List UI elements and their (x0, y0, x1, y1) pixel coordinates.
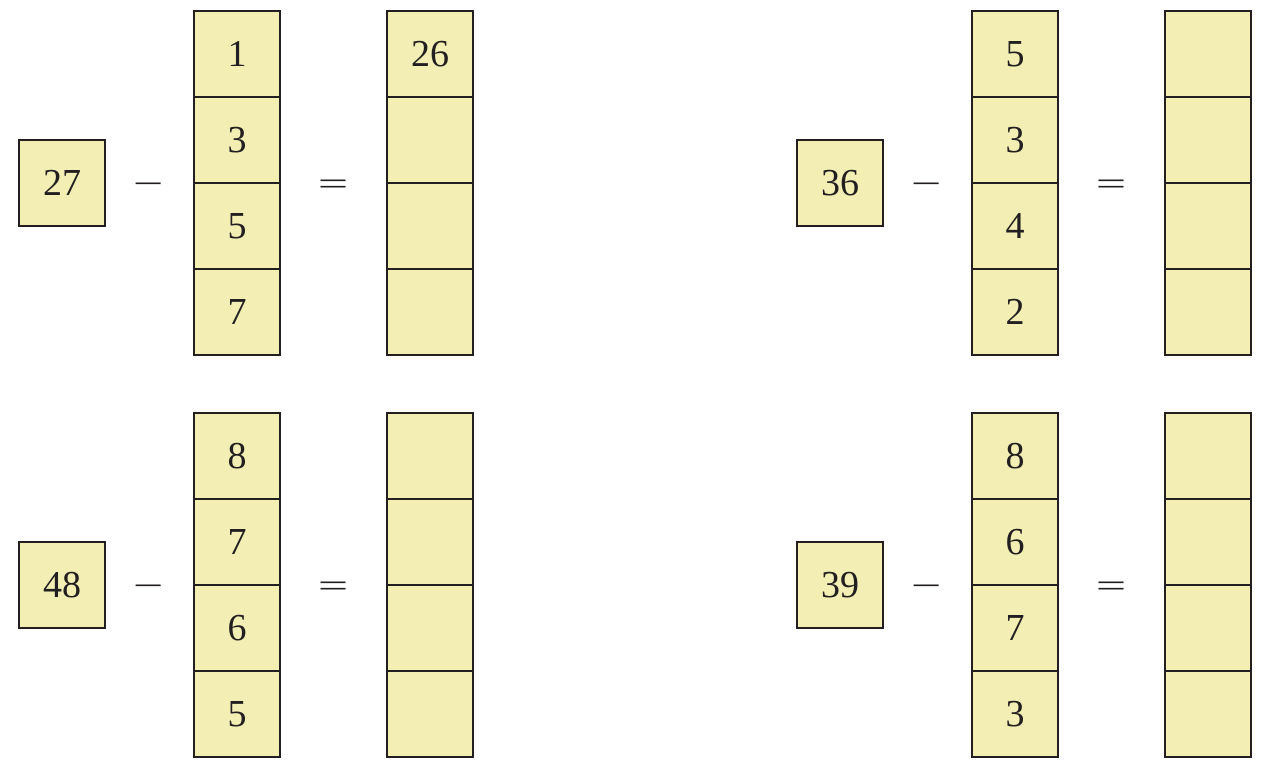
subtrahend-box: 8 (193, 412, 281, 500)
subtrahend-box: 2 (971, 268, 1059, 356)
subtrahend-box: 3 (971, 670, 1059, 758)
answer-column (1164, 10, 1252, 356)
answer-box[interactable] (386, 412, 474, 500)
answer-column: 26 (386, 10, 474, 356)
answer-box[interactable] (1164, 96, 1252, 184)
minuend-box: 39 (796, 541, 884, 629)
subtrahend-box: 6 (971, 498, 1059, 586)
answer-box[interactable] (386, 182, 474, 270)
minus-sign: − (909, 562, 943, 608)
answer-box[interactable]: 26 (386, 10, 474, 98)
minus-sign: − (131, 562, 165, 608)
minus-sign: − (909, 160, 943, 206)
subtrahend-column: 8 6 7 3 (971, 412, 1059, 758)
answer-box[interactable] (1164, 182, 1252, 270)
minuend-box: 27 (18, 139, 106, 227)
equals-sign: = (1094, 562, 1128, 608)
subtrahend-box: 5 (193, 670, 281, 758)
subtrahend-box: 8 (971, 412, 1059, 500)
answer-box[interactable] (1164, 10, 1252, 98)
subtrahend-box: 6 (193, 584, 281, 672)
subtrahend-column: 1 3 5 7 (193, 10, 281, 356)
subtraction-problem-4: 39 − 8 6 7 3 = (796, 412, 1280, 758)
minuend-box: 36 (796, 139, 884, 227)
answer-box[interactable] (1164, 498, 1252, 586)
answer-box[interactable] (1164, 412, 1252, 500)
answer-box[interactable] (386, 498, 474, 586)
answer-box[interactable] (386, 96, 474, 184)
answer-box[interactable] (386, 670, 474, 758)
subtrahend-column: 8 7 6 5 (193, 412, 281, 758)
subtrahend-box: 5 (971, 10, 1059, 98)
answer-column (386, 412, 474, 758)
answer-box[interactable] (1164, 268, 1252, 356)
subtraction-problem-1: 27 − 1 3 5 7 = 26 (18, 10, 538, 356)
minus-sign: − (131, 160, 165, 206)
subtraction-problem-2: 36 − 5 3 4 2 = (796, 10, 1280, 356)
answer-box[interactable] (1164, 670, 1252, 758)
answer-column (1164, 412, 1252, 758)
subtrahend-column: 5 3 4 2 (971, 10, 1059, 356)
equals-sign: = (316, 160, 350, 206)
subtrahend-box: 7 (971, 584, 1059, 672)
answer-box[interactable] (386, 584, 474, 672)
answer-box[interactable] (386, 268, 474, 356)
subtrahend-box: 7 (193, 498, 281, 586)
answer-box[interactable] (1164, 584, 1252, 672)
equals-sign: = (1094, 160, 1128, 206)
subtrahend-box: 5 (193, 182, 281, 270)
subtrahend-box: 1 (193, 10, 281, 98)
minuend-box: 48 (18, 541, 106, 629)
subtrahend-box: 3 (971, 96, 1059, 184)
subtrahend-box: 7 (193, 268, 281, 356)
subtrahend-box: 4 (971, 182, 1059, 270)
subtrahend-box: 3 (193, 96, 281, 184)
subtraction-problem-3: 48 − 8 7 6 5 = (18, 412, 538, 758)
equals-sign: = (316, 562, 350, 608)
